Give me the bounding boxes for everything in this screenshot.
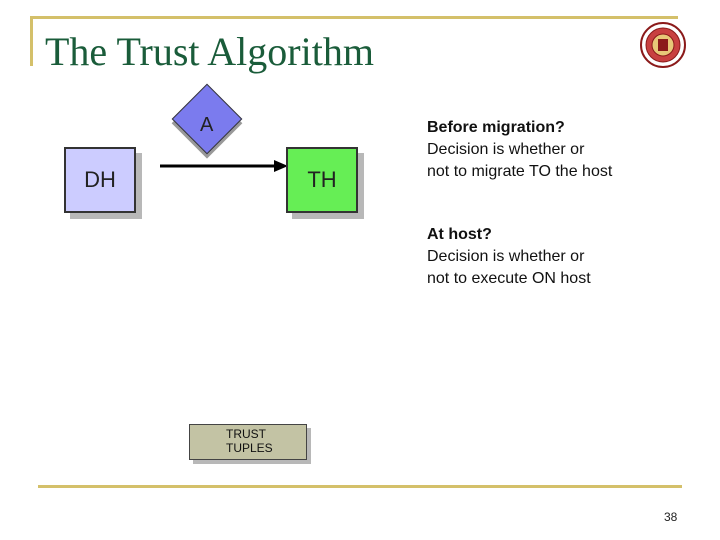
node-th-label: TH — [307, 167, 337, 192]
top-border — [30, 16, 678, 19]
tuples-line: TRUST — [226, 427, 266, 441]
note-at-host: At host? Decision is whether or not to e… — [427, 224, 591, 290]
node-dh-label: DH — [84, 167, 116, 192]
bottom-border — [38, 485, 682, 488]
page-number: 38 — [664, 510, 678, 524]
node-dh: DH — [64, 147, 136, 213]
node-a-label: A — [200, 114, 214, 136]
trust-tuples-box: TRUST TUPLES — [189, 424, 307, 460]
note-line: Decision is whether or — [427, 141, 585, 158]
left-border — [30, 16, 33, 66]
migration-arrow — [160, 160, 288, 172]
node-th: TH — [286, 147, 358, 213]
tuples-line: TUPLES — [226, 441, 273, 455]
note-line: not to execute ON host — [427, 270, 591, 287]
note-heading: Before migration? — [427, 119, 565, 136]
page-title: The Trust Algorithm — [45, 29, 374, 74]
note-line: Decision is whether or — [427, 248, 585, 265]
note-line: not to migrate TO the host — [427, 163, 613, 180]
university-seal-icon — [640, 22, 686, 68]
note-before-migration: Before migration? Decision is whether or… — [427, 117, 612, 183]
note-heading: At host? — [427, 226, 492, 243]
